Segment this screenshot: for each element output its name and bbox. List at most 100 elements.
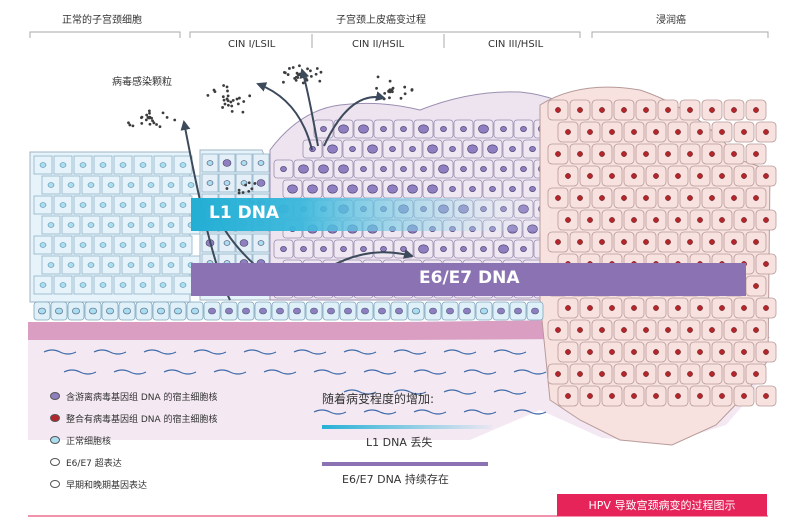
- free-viral-nucleus: [460, 246, 467, 252]
- virus-particle: [282, 80, 285, 84]
- normal-nucleus: [159, 162, 167, 168]
- free-viral-nucleus: [344, 307, 352, 315]
- integrated-viral-nucleus: [631, 349, 637, 355]
- virus-particle: [226, 89, 229, 93]
- stroma-fiber: [313, 369, 347, 375]
- virus-particle: [403, 92, 407, 96]
- integrated-viral-nucleus: [675, 217, 681, 223]
- figure-title-banner: HPV 导致宫颈病变的过程图示: [557, 494, 767, 516]
- virus-particle: [151, 119, 154, 123]
- stage-label-cin-group: 子宫颈上皮癌变过程: [336, 15, 426, 26]
- virus-particle: [247, 181, 251, 185]
- free-viral-nucleus: [438, 164, 449, 174]
- free-viral-nucleus: [460, 126, 467, 132]
- integrated-viral-nucleus: [665, 371, 671, 377]
- free-viral-nucleus: [529, 146, 536, 152]
- virus-particle: [410, 88, 414, 91]
- normal-nucleus: [107, 182, 115, 188]
- free-viral-nucleus: [409, 146, 416, 152]
- integrated-viral-nucleus: [731, 195, 737, 201]
- free-viral-nucleus: [418, 244, 429, 254]
- legend-item-early-late: 早期和晚期基因表达: [50, 477, 147, 491]
- normal-nucleus: [47, 182, 55, 188]
- integrated-viral-nucleus: [687, 107, 693, 113]
- integrated-viral-nucleus: [631, 129, 637, 135]
- legend-item-e6e7: E6/E7 超表达: [50, 455, 122, 469]
- integrated-viral-nucleus: [753, 151, 759, 157]
- normal-nucleus: [87, 262, 95, 268]
- free-viral-nucleus-icon: [50, 392, 60, 400]
- integrated-viral-nucleus: [687, 151, 693, 157]
- virus-particle: [235, 97, 239, 101]
- integrated-viral-nucleus: [731, 151, 737, 157]
- integrated-viral-nucleus: [763, 261, 769, 267]
- free-viral-nucleus: [463, 307, 471, 315]
- free-viral-nucleus: [360, 166, 367, 172]
- normal-nucleus: [47, 262, 55, 268]
- virus-particle: [140, 116, 143, 120]
- stroma-fiber: [443, 389, 477, 395]
- virus-particle: [244, 183, 248, 187]
- normal-nucleus: [87, 222, 95, 228]
- virus-particle: [127, 121, 130, 125]
- free-viral-nucleus: [400, 126, 407, 132]
- integrated-viral-nucleus: [587, 217, 593, 223]
- stroma-fiber: [513, 369, 547, 375]
- virus-particle: [161, 111, 165, 115]
- stroma-fiber: [343, 349, 377, 355]
- free-viral-nucleus: [378, 307, 386, 315]
- normal-nucleus: [87, 182, 95, 188]
- free-viral-nucleus: [318, 164, 329, 174]
- virus-particle: [226, 103, 230, 107]
- integrated-viral-nucleus: [565, 393, 571, 399]
- e6e7-persist-label: E6/E7 DNA 持续存在: [342, 473, 449, 486]
- normal-nucleus: [79, 162, 87, 168]
- free-viral-nucleus: [520, 126, 527, 132]
- progress-title: 随着病变程度的增加:: [322, 392, 435, 406]
- free-viral-nucleus: [347, 184, 358, 194]
- integrated-viral-nucleus: [753, 283, 759, 289]
- virus-particle: [390, 90, 394, 94]
- normal-nucleus: [206, 180, 214, 186]
- virus-particle: [158, 125, 162, 129]
- normal-nucleus: [167, 262, 175, 268]
- integrated-viral-nucleus: [631, 305, 637, 311]
- integrated-viral-nucleus: [621, 239, 627, 245]
- normal-nucleus: [139, 162, 147, 168]
- integrated-viral-nucleus: [609, 305, 615, 311]
- virus-particle: [236, 102, 240, 106]
- normal-nucleus: [39, 202, 47, 208]
- normal-nucleus: [191, 307, 199, 315]
- free-viral-nucleus: [520, 166, 527, 172]
- free-viral-nucleus: [395, 307, 403, 315]
- virus-particle: [375, 86, 378, 90]
- integrated-viral-nucleus: [631, 393, 637, 399]
- integrated-viral-nucleus: [687, 195, 693, 201]
- normal-nucleus: [174, 307, 182, 315]
- normal-nucleus: [147, 262, 155, 268]
- free-viral-nucleus: [449, 186, 456, 192]
- free-viral-nucleus: [480, 246, 487, 252]
- normal-nucleus: [159, 202, 167, 208]
- virus-particle: [294, 78, 298, 82]
- free-viral-nucleus: [487, 144, 498, 154]
- integrated-viral-nucleus: [587, 129, 593, 135]
- integrated-viral-nucleus: [621, 151, 627, 157]
- virus-particle: [140, 121, 144, 125]
- integrated-viral-nucleus: [565, 305, 571, 311]
- stroma-fiber: [213, 369, 247, 375]
- virus-particle: [128, 123, 132, 127]
- integrated-viral-nucleus: [621, 327, 627, 333]
- free-viral-nucleus: [389, 146, 396, 152]
- normal-nucleus: [206, 160, 214, 166]
- stroma-fiber: [343, 389, 377, 395]
- integrated-viral-nucleus: [665, 107, 671, 113]
- integrated-viral-nucleus: [643, 151, 649, 157]
- stroma-fiber: [63, 369, 97, 375]
- integrated-viral-nucleus: [731, 371, 737, 377]
- integrated-viral-nucleus: [653, 393, 659, 399]
- normal-nucleus: [99, 282, 107, 288]
- free-viral-nucleus: [400, 246, 407, 252]
- integrated-viral-nucleus: [565, 349, 571, 355]
